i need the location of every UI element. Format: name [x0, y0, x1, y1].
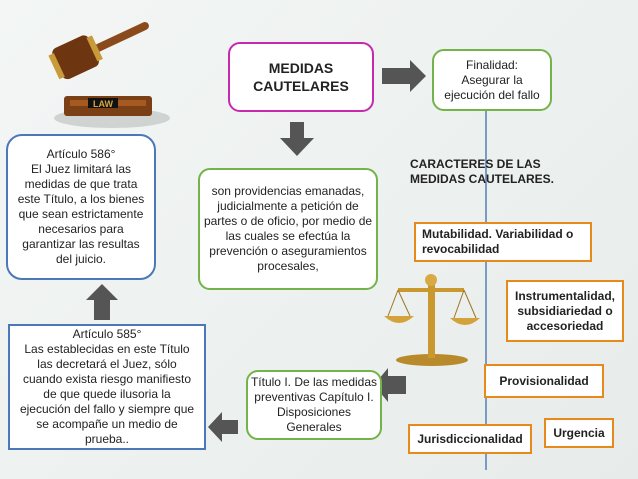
titulo-box: Título I. De las medidas preventivas Cap… — [246, 370, 382, 440]
arrow-left-to-titulo — [374, 368, 406, 402]
caracter-provisionalidad-box: Provisionalidad — [484, 364, 604, 398]
arrow-down-to-definicion — [280, 122, 314, 156]
gavel-image: LAW — [48, 22, 170, 128]
articulo-586-box: Artículo 586° El Juez limitará las medid… — [6, 134, 156, 280]
caracter-instrumentalidad-box: Instrumentalidad, subsidiariedad o acces… — [506, 280, 624, 342]
caracter-jurisdiccionalidad-box: Jurisdiccionalidad — [408, 424, 532, 454]
caracter-urgencia-box: Urgencia — [544, 418, 614, 448]
scales-of-justice-image — [384, 274, 480, 366]
law-plate — [88, 98, 118, 108]
articulo-585-box: Artículo 585° Las establecidas en este T… — [8, 324, 206, 450]
arrow-left-to-articulo-585 — [208, 412, 238, 442]
arrow-right-to-finalidad — [382, 60, 426, 92]
definicion-box: son providencias emanadas, judicialmente… — [198, 168, 378, 290]
finalidad-box: Finalidad: Asegurar la ejecución del fal… — [432, 49, 552, 111]
medidas-cautelares-box: MEDIDAS CAUTELARES — [228, 42, 374, 112]
arrow-up-to-articulo-586 — [86, 284, 118, 320]
law-plate-label: LAW — [93, 99, 114, 109]
caracter-mutabilidad-box: Mutabilidad. Variabilidad o revocabilida… — [414, 222, 592, 262]
caracteres-title: CARACTERES DE LAS MEDIDAS CAUTELARES. — [410, 157, 555, 186]
